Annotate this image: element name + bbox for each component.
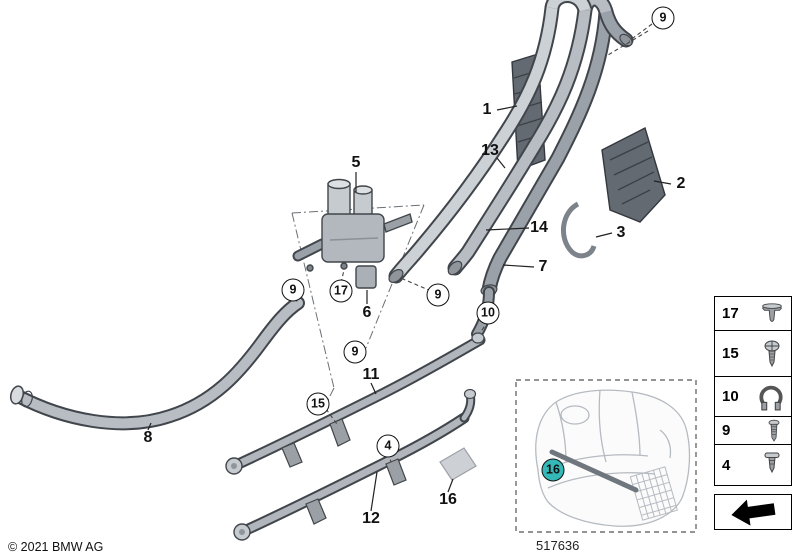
legend-item-10[interactable]: 10 [715,377,791,417]
callout-16[interactable]: 16 [541,458,565,482]
hose-8 [9,296,305,431]
callout-1[interactable]: 1 [482,101,492,118]
valve-assembly-5 [292,178,413,289]
screw-icon [764,419,784,443]
callout-17[interactable]: 17 [329,279,353,303]
callout-9[interactable]: 9 [651,6,675,30]
callout-9[interactable]: 9 [281,278,305,302]
callout-12[interactable]: 12 [362,510,380,527]
copyright-text: © 2021 BMW AG [8,540,104,554]
callout-10[interactable]: 10 [476,301,500,325]
diagram-number: 517636 [536,538,580,553]
callout-9[interactable]: 9 [343,340,367,364]
callout-11[interactable]: 11 [362,366,380,383]
legend-item-4[interactable]: 4 [715,445,791,485]
fasteners-legend: 17 15 [714,296,792,530]
direction-arrow-box [714,494,792,530]
callout-16[interactable]: 16 [439,491,457,508]
hose-13 [388,0,593,284]
inset-evaporator-grid [629,466,678,521]
callout-8[interactable]: 8 [143,429,153,446]
clamp-icon [758,383,784,411]
pipe-12 [233,388,477,541]
direction-arrow-icon [731,499,776,526]
callout-9[interactable]: 9 [426,283,450,307]
bracket-2 [601,126,666,223]
pipe-11 [225,332,486,475]
legend-item-15[interactable]: 15 [715,331,791,377]
callout-2[interactable]: 2 [676,175,686,192]
legend-label-4: 4 [722,456,731,474]
callout-3[interactable]: 3 [616,224,626,241]
legend-label-10: 10 [722,388,739,405]
leader-lines [147,105,672,512]
callout-7[interactable]: 7 [538,258,548,275]
legend-label-15: 15 [722,345,739,362]
inset-sketch [535,389,691,527]
callout-15[interactable]: 15 [306,392,330,416]
bracket-3 [561,201,597,259]
grommet-icon [760,301,784,327]
clip-icon [760,451,784,479]
rivet-icon [760,339,784,369]
callout-13[interactable]: 13 [481,142,499,159]
legend-item-9[interactable]: 9 [715,417,791,445]
heater-element-16 [549,449,639,493]
legend-label-9: 9 [722,422,731,439]
callout-6[interactable]: 6 [362,304,372,321]
legend-label-17: 17 [722,305,739,322]
callout-14[interactable]: 14 [530,219,548,236]
callout-4[interactable]: 4 [376,434,400,458]
inset-box [515,379,697,533]
pad-16 [439,447,477,481]
callout-5[interactable]: 5 [351,154,361,171]
legend-item-17[interactable]: 17 [715,297,791,331]
